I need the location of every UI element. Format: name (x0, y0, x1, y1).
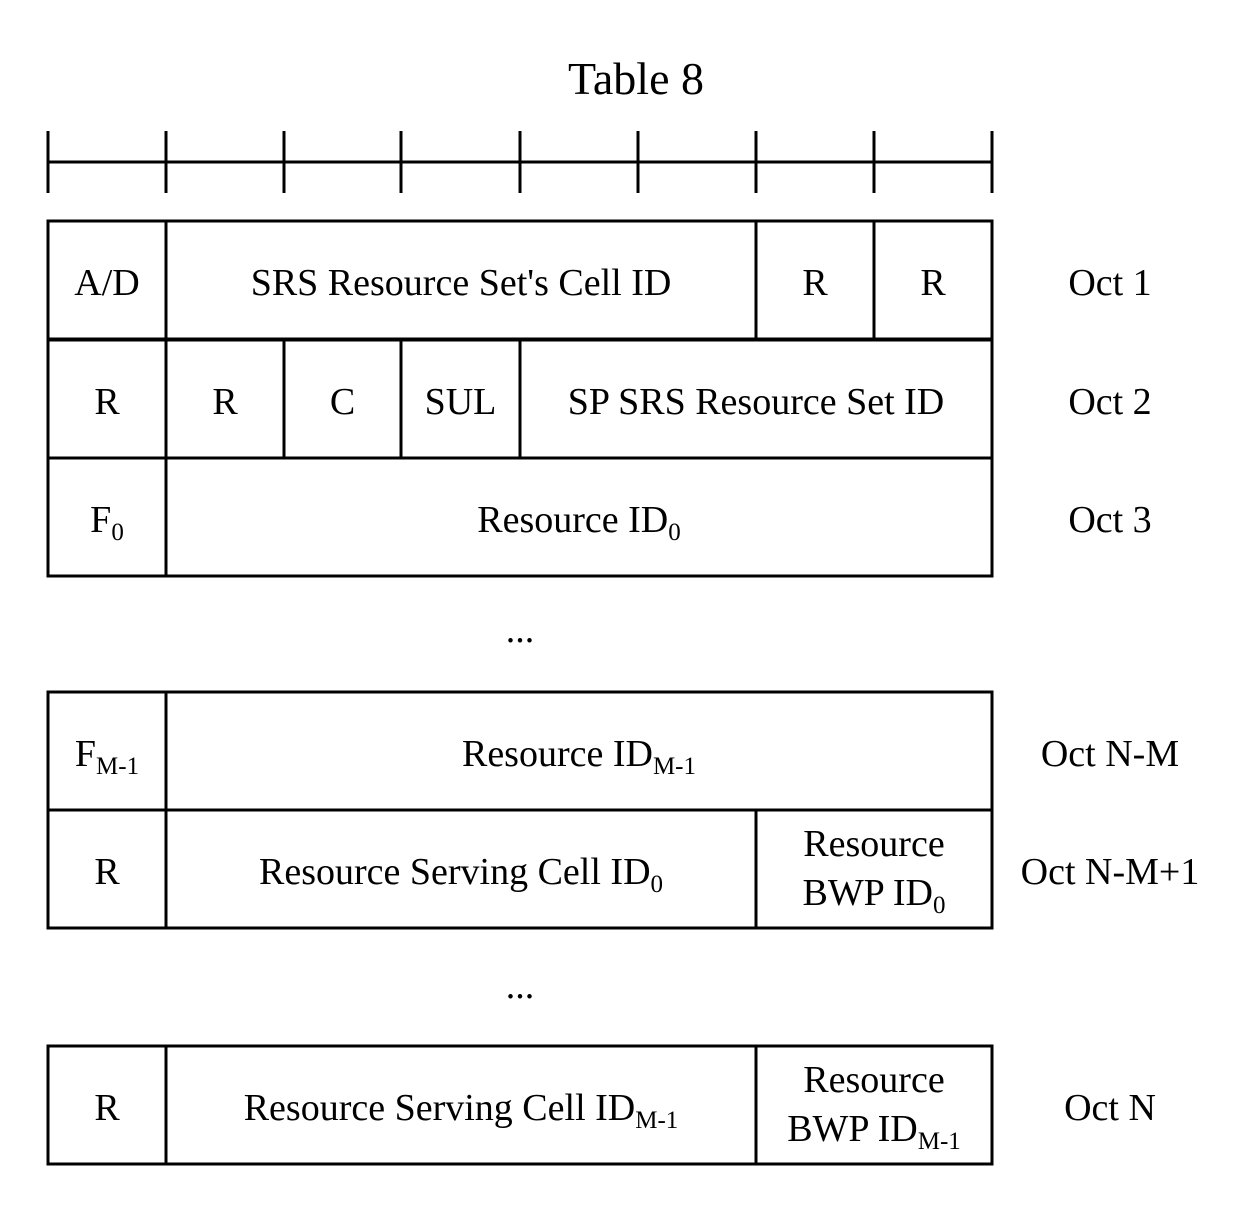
octet-row: RResource Serving Cell IDM-1ResourceBWP … (48, 1046, 1156, 1164)
table-title: Table 8 (568, 53, 704, 104)
field-label: R (920, 262, 946, 304)
field-label-subscript: M-1 (918, 1128, 961, 1155)
field-label: Resource Serving Cell ID0 (259, 851, 663, 898)
field-cell: R (756, 221, 874, 339)
octet-row: FM-1Resource IDM-1Oct N-M (48, 692, 1179, 810)
field-label: Resource Serving Cell IDM-1 (244, 1087, 679, 1134)
field-label: Resource IDM-1 (462, 733, 696, 780)
field-label-subscript: M-1 (635, 1107, 678, 1134)
field-label-main: BWP ID (802, 872, 933, 914)
octet-row: RResource Serving Cell ID0ResourceBWP ID… (48, 810, 1199, 928)
field-label-main: SP SRS Resource Set ID (568, 381, 945, 423)
field-label-main: R (212, 381, 238, 423)
field-label-line1: Resource (803, 1059, 944, 1101)
field-label: BWP ID0 (802, 872, 945, 919)
field-cell: Resource ID0 (166, 458, 992, 576)
field-label-line1: Resource (803, 823, 944, 865)
octet-row: R R C SUL SP SRS Resource Set ID Oct 2 (48, 340, 1152, 458)
octet-label: Oct 3 (1068, 499, 1151, 541)
field-label: R (212, 381, 238, 423)
field-label-main: SUL (425, 381, 497, 423)
octet-label: Oct N-M+1 (1021, 851, 1200, 893)
field-cell: A/D (48, 221, 166, 339)
field-label-main: Resource Serving Cell ID (244, 1087, 636, 1129)
field-label-main: C (330, 381, 355, 423)
field-label-main: Resource Serving Cell ID (259, 851, 651, 893)
field-label: SP SRS Resource Set ID (568, 381, 945, 423)
octet-label: Oct N (1064, 1087, 1156, 1129)
field-label: SUL (425, 381, 497, 423)
octet-rows: A/D SRS Resource Set's Cell ID R R Oct 1 R R C S… (48, 221, 1199, 1164)
field-label: C (330, 381, 355, 423)
octet-row: A/D SRS Resource Set's Cell ID R R Oct 1 (48, 221, 1152, 339)
field-label: SRS Resource Set's Cell ID (251, 262, 672, 304)
field-label-subscript: 0 (651, 871, 664, 898)
field-cell: SRS Resource Set's Cell ID (166, 221, 756, 339)
field-label-subscript: 0 (111, 519, 124, 546)
field-cell: ResourceBWP IDM-1 (756, 1046, 992, 1164)
field-label: R (94, 381, 120, 423)
field-label-subscript: 0 (668, 519, 681, 546)
field-label-main: R (94, 1087, 120, 1129)
field-label: BWP IDM-1 (787, 1108, 961, 1155)
field-cell: SP SRS Resource Set ID (520, 340, 992, 458)
field-label-main: BWP ID (787, 1108, 918, 1150)
field-label-main: F (75, 733, 96, 775)
field-cell: R (48, 1046, 166, 1164)
field-cell: R (874, 221, 992, 339)
octet-label: Oct 2 (1068, 381, 1151, 423)
ellipsis: ... (506, 609, 535, 651)
field-cell: FM-1 (48, 692, 166, 810)
field-label-main: Resource ID (477, 499, 668, 541)
field-cell: Resource IDM-1 (166, 692, 992, 810)
octet-label: Oct N-M (1041, 733, 1179, 775)
field-label-main: R (802, 262, 828, 304)
field-label: R (94, 851, 120, 893)
field-cell: R (166, 340, 284, 458)
field-label-main: Resource ID (462, 733, 653, 775)
field-cell: C (284, 340, 401, 458)
field-label: A/D (74, 262, 139, 304)
field-cell: Resource Serving Cell ID0 (166, 810, 756, 928)
octet-label: Oct 1 (1068, 262, 1151, 304)
field-label-subscript: 0 (933, 892, 946, 919)
field-label-main: SRS Resource Set's Cell ID (251, 262, 672, 304)
field-cell: R (48, 340, 166, 458)
field-cell: R (48, 810, 166, 928)
field-label-main: R (94, 851, 120, 893)
field-label-main: F (90, 499, 111, 541)
field-label: FM-1 (75, 733, 139, 780)
field-label-main: R (920, 262, 946, 304)
field-cell: SUL (401, 340, 520, 458)
field-cell: Resource Serving Cell IDM-1 (166, 1046, 756, 1164)
field-label-subscript: M-1 (96, 753, 139, 780)
field-label: R (94, 1087, 120, 1129)
field-label: F0 (90, 499, 124, 546)
field-label-main: R (94, 381, 120, 423)
field-label: Resource ID0 (477, 499, 680, 546)
field-box (48, 692, 166, 810)
ellipsis: ... (506, 965, 535, 1007)
field-cell: F0 (48, 458, 166, 576)
field-label-subscript: M-1 (653, 753, 696, 780)
field-label: R (802, 262, 828, 304)
bit-ruler (48, 131, 992, 193)
field-label-main: A/D (74, 262, 139, 304)
octet-row: F0Resource ID0Oct 3 (48, 458, 1152, 576)
field-cell: ResourceBWP ID0 (756, 810, 992, 928)
